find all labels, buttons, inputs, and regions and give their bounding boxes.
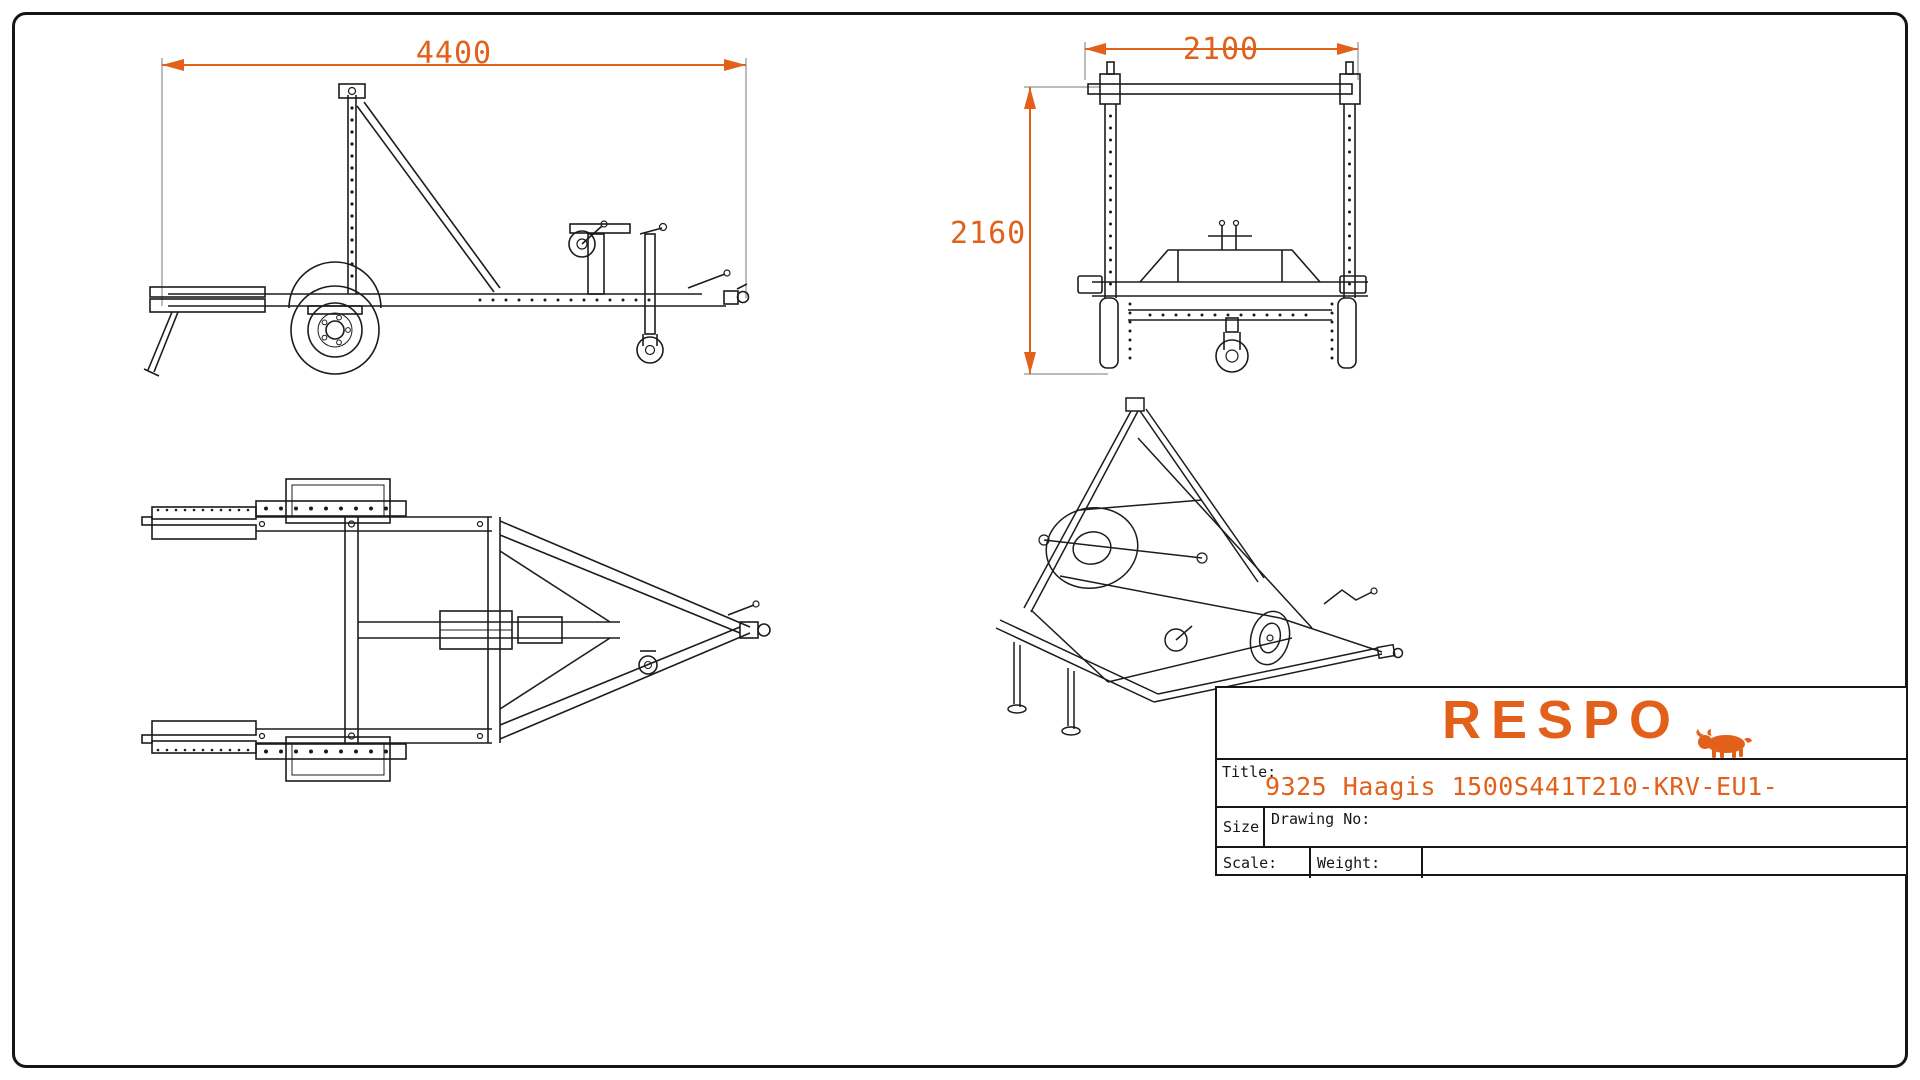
drawing-no-label: Drawing No: (1271, 810, 1371, 828)
rear-view-drawing (1024, 42, 1368, 375)
drawing-sheet-border (12, 12, 1908, 1068)
title-row: Title: 9325 Haagis 1500S441T210-KRV-EU1- (1217, 760, 1906, 808)
dimension-2160-lines (1024, 86, 1108, 375)
dimension-overall-height: 2160 (950, 216, 1027, 251)
size-label: Size (1217, 808, 1265, 846)
weight-label: Weight: (1311, 848, 1423, 878)
dimension-overall-width: 2100 (1182, 32, 1260, 67)
title-label: Title: (1222, 763, 1277, 781)
scale-weight-row: Scale: Weight: (1217, 848, 1906, 878)
dimension-4400-lines (161, 58, 747, 306)
dimension-overall-length: 4400 (415, 36, 493, 71)
rear-view-geometry (1077, 61, 1368, 373)
respo-logo: RESPO (1441, 690, 1682, 750)
side-view-geometry (143, 83, 750, 377)
title-block: RESPO Title: 9325 Haagis 1500S441T210-KR… (1215, 686, 1908, 878)
isometric-view-geometry (995, 397, 1404, 736)
drawing-title-value: 9325 Haagis 1500S441T210-KRV-EU1- (1265, 772, 1779, 801)
respo-bull-icon (1696, 729, 1752, 758)
logo-row: RESPO (1217, 688, 1906, 760)
empty-cell (1423, 848, 1906, 878)
size-drawing-no-row: Size Drawing No: (1217, 808, 1906, 848)
top-view-drawing (141, 478, 771, 782)
side-view-drawing (143, 58, 750, 377)
scale-label: Scale: (1217, 848, 1311, 878)
isometric-view-drawing (995, 397, 1404, 736)
top-view-geometry (141, 478, 771, 782)
